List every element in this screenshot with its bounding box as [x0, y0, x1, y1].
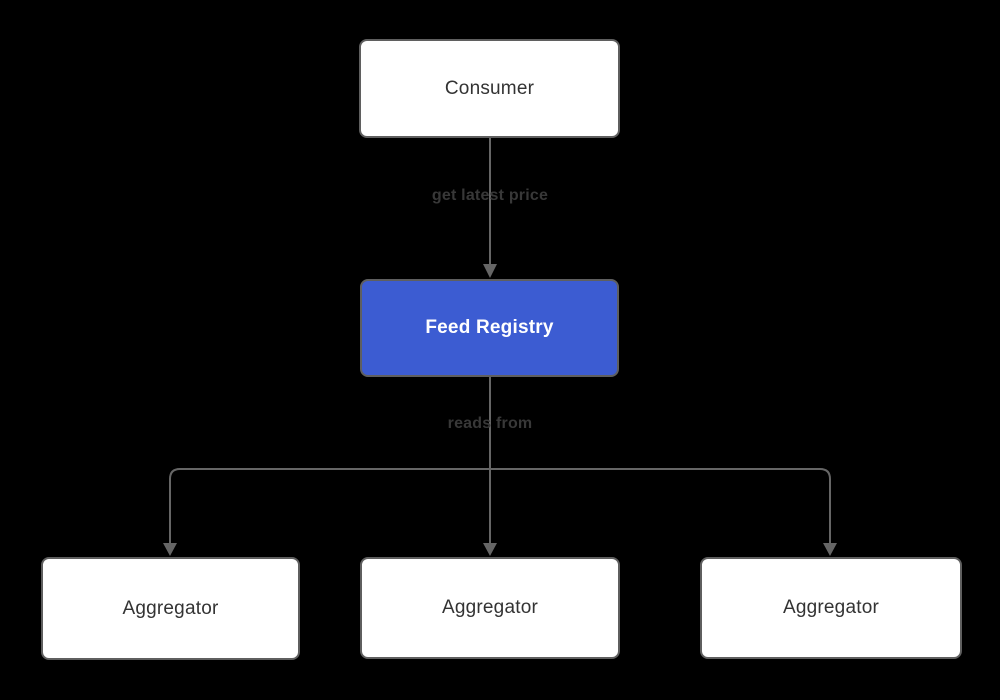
node-aggregator-2: Aggregator — [360, 557, 620, 659]
node-consumer: Consumer — [359, 39, 620, 138]
node-aggregator-1-label: Aggregator — [122, 597, 219, 619]
edge-feed-registry-aggregator-1 — [169, 468, 490, 543]
edge-label-get-latest-price: get latest price — [431, 187, 549, 204]
node-aggregator-1: Aggregator — [41, 557, 300, 660]
node-aggregator-2-label: Aggregator — [441, 597, 538, 618]
edge-label-reads-from: reads from — [447, 415, 533, 432]
node-aggregator-3: Aggregator — [700, 557, 962, 659]
arrowhead-aggregator-2 — [483, 543, 497, 556]
arrowhead-aggregator-1 — [163, 543, 177, 556]
arrowhead-aggregator-3 — [823, 543, 837, 556]
arrowhead-feed-registry — [483, 264, 497, 278]
node-feed-registry: Feed Registry — [360, 279, 619, 377]
edge-feed-registry-aggregator-3 — [490, 468, 831, 543]
node-consumer-label: Consumer — [444, 77, 535, 99]
node-aggregator-3-label: Aggregator — [782, 597, 879, 618]
node-feed-registry-label: Feed Registry — [425, 317, 554, 338]
